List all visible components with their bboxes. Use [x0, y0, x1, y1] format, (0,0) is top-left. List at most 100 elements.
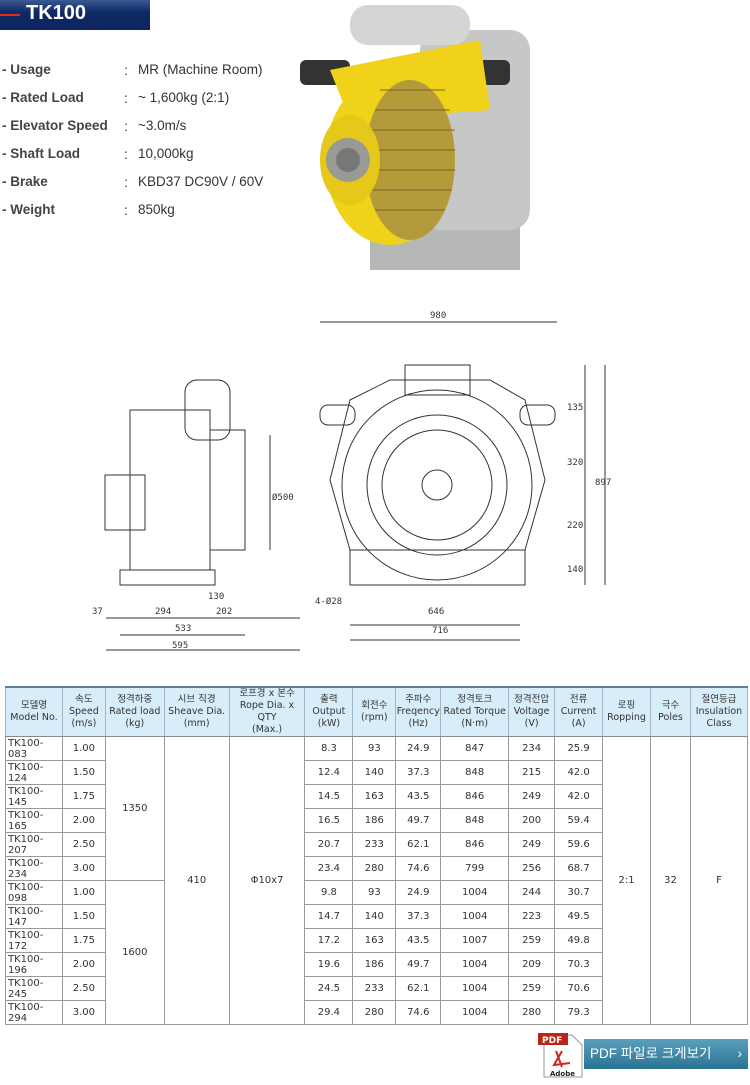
- table-cell: 1.00: [61, 880, 106, 905]
- header-text: 극수: [661, 700, 680, 711]
- table-cell: 9.8: [304, 880, 354, 905]
- model-title: TK100: [26, 2, 87, 24]
- header-text: Rated Torque: [443, 706, 506, 717]
- dim-holes: 4-Ø28: [315, 596, 342, 607]
- table-cell: 1004: [440, 952, 510, 977]
- table-cell: 2:1: [602, 736, 651, 1025]
- table-cell: 186: [352, 808, 397, 833]
- header-text: Freqency: [396, 706, 440, 717]
- table-cell: 17.2: [304, 928, 354, 953]
- spec-value: ~3.0m/s: [138, 118, 187, 133]
- table-cell: 799: [440, 856, 510, 881]
- table-cell: 43.5: [395, 928, 442, 953]
- table-cell: 280: [352, 1000, 397, 1025]
- table-cell: 24.5: [304, 976, 354, 1001]
- table-cell: 249: [508, 784, 556, 809]
- pdf-button-label: PDF 파일로 크게보기: [590, 1046, 712, 1061]
- header-text: Poles: [658, 712, 683, 723]
- table-cell: 847: [440, 736, 510, 761]
- header-text: 모델명: [20, 700, 48, 711]
- header-text: Insulation: [695, 706, 743, 717]
- adobe-label: Adobe: [550, 1070, 575, 1078]
- dim-294: 294: [155, 607, 171, 617]
- header-text: (A): [571, 718, 586, 729]
- table-cell: 3.00: [61, 1000, 106, 1025]
- table-cell: 1004: [440, 976, 510, 1001]
- table-cell: 1.75: [61, 784, 106, 809]
- header-text: 로핑: [617, 700, 636, 711]
- table-cell: 2.00: [61, 808, 106, 833]
- table-cell: 49.8: [554, 928, 604, 953]
- header-text: (N·m): [461, 718, 489, 729]
- table-cell: 37.3: [395, 904, 442, 929]
- header-text: 전류: [569, 694, 588, 705]
- table-cell: 3.00: [61, 856, 106, 881]
- table-cell: Φ10x7: [228, 736, 306, 1025]
- pdf-view-button[interactable]: PDF 파일로 크게보기 ›: [584, 1039, 748, 1069]
- table-cell: TK100-196: [5, 952, 63, 977]
- table-cell: 209: [508, 952, 556, 977]
- table-cell: 846: [440, 784, 510, 809]
- table-cell: 234: [508, 736, 556, 761]
- table-cell: 846: [440, 832, 510, 857]
- table-cell: 42.0: [554, 760, 604, 785]
- model-title-banner: TK100: [0, 0, 150, 30]
- table-cell: TK100-165: [5, 808, 63, 833]
- dim-716: 716: [432, 626, 448, 636]
- table-cell: 49.5: [554, 904, 604, 929]
- header-text: 시브 직경: [177, 694, 216, 705]
- table-cell: 163: [352, 928, 397, 953]
- header-text: 절연등급: [701, 694, 737, 705]
- table-cell: 2.50: [61, 976, 106, 1001]
- dim-37: 37: [92, 607, 103, 617]
- spec-value: 850kg: [138, 202, 175, 217]
- table-cell: TK100-245: [5, 976, 63, 1001]
- header-text: 주파수: [405, 694, 432, 705]
- table-cell: 70.6: [554, 976, 604, 1001]
- dim-220: 220: [567, 521, 583, 531]
- spec-label: - Weight: [2, 202, 55, 217]
- dim-595: 595: [172, 641, 188, 651]
- table-cell: 280: [352, 856, 397, 881]
- header-text: (mm): [183, 718, 210, 729]
- table-cell: 93: [352, 880, 397, 905]
- header-text: Sheave Dia.: [168, 706, 226, 717]
- table-cell: 2.00: [61, 952, 106, 977]
- header-text: 출력: [320, 694, 338, 705]
- table-cell: 19.6: [304, 952, 354, 977]
- table-cell: 140: [352, 760, 397, 785]
- spec-row: - Elevator Speed:~3.0m/s: [2, 118, 302, 146]
- table-cell: 62.1: [395, 832, 442, 857]
- table-cell: 280: [508, 1000, 556, 1025]
- accent-line: [0, 14, 20, 16]
- table-cell: 140: [352, 904, 397, 929]
- table-cell: 244: [508, 880, 556, 905]
- chevron-right-icon: ›: [737, 1046, 743, 1061]
- spec-row: - Rated Load:~ 1,600kg (2:1): [2, 90, 302, 118]
- header-text: Model No.: [10, 712, 58, 723]
- table-cell: 62.1: [395, 976, 442, 1001]
- table-cell: 79.3: [554, 1000, 604, 1025]
- table-cell: 14.7: [304, 904, 354, 929]
- table-cell: 49.7: [395, 952, 442, 977]
- table-cell: 14.5: [304, 784, 354, 809]
- table-cell: 410: [163, 736, 230, 1025]
- table-cell: 200: [508, 808, 556, 833]
- table-cell: 1.00: [61, 736, 106, 761]
- table-cell: TK100-098: [5, 880, 63, 905]
- table-cell: 186: [352, 952, 397, 977]
- table-cell: 1004: [440, 1000, 510, 1025]
- table-cell: 1.50: [61, 904, 106, 929]
- header-text: 회전수: [361, 700, 388, 711]
- table-cell: 256: [508, 856, 556, 881]
- colon: :: [124, 174, 128, 190]
- header-text: Voltage: [513, 706, 550, 717]
